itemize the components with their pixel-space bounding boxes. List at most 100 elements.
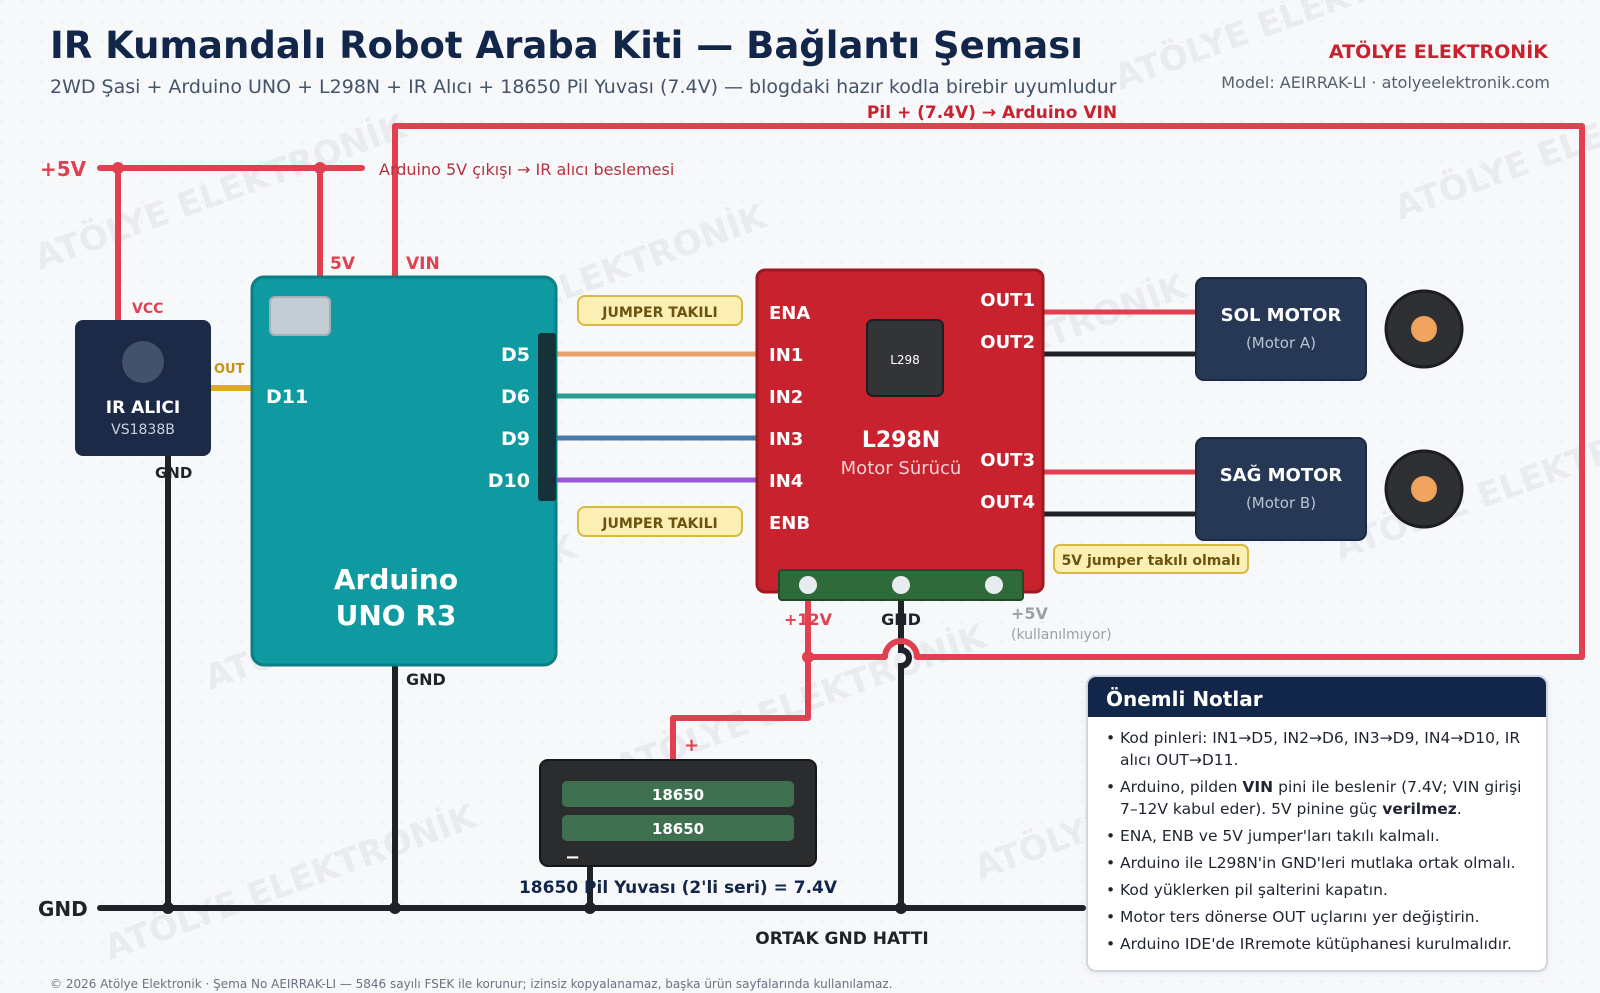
jumper-badge-bottom: JUMPER TAKILI [577,506,743,537]
page-title: IR Kumandalı Robot Araba Kiti — Bağlantı… [50,24,1083,67]
gnd-junction [584,902,596,914]
ir-receiver: IR ALICI VS1838B VCC OUT GND [75,301,245,482]
arduino-5v-label: 5V [330,254,356,274]
vin-note: Pil + (7.4V) → Arduino VIN [867,103,1117,123]
power-junctions [112,162,814,663]
terminal-screw-5v [985,576,1003,594]
driver-gnd-wire [898,595,912,911]
note-text: Arduino, pilden [1120,778,1243,796]
ir-receiver-model: VS1838B [111,422,175,438]
plus5v-note: Arduino 5V çıkışı → IR alıcı beslemesi [379,160,674,179]
notes-list: Kod pinleri: IN1→D5, IN2→D6, IN3→D9, IN4… [1088,717,1546,955]
terminal-screw-gnd [892,576,910,594]
arduino-d11-label: D11 [266,386,308,408]
ir-vcc-label: VCC [132,301,163,317]
driver-title: L298N [862,428,940,453]
left-motor: SOL MOTOR (Motor A) [1195,277,1464,381]
jumper-5v-label: 5V jumper takılı olmalı [1062,553,1241,569]
driver-out2: OUT2 [980,332,1035,353]
terminal-5v-label: +5V [1011,604,1049,623]
left-motor-sub: (Motor A) [1246,334,1316,352]
driver-out4: OUT4 [980,492,1035,513]
note-text: . [1456,800,1462,818]
gnd-label: GND [38,897,88,921]
plus5v-label: +5V [40,157,87,181]
ir-out-label: OUT [214,362,245,377]
ir-receiver-title: IR ALICI [106,398,180,418]
notes-title: Önemli Notlar [1088,677,1546,717]
battery-holder-body [539,759,817,867]
gnd-note: ORTAK GND HATTI [755,929,929,949]
driver-pin-in4: IN4 [769,471,803,492]
arduino-pin-d9: D9 [501,428,530,450]
battery-cell [562,815,794,841]
usb-port [269,296,331,336]
driver-pin-ena: ENA [769,303,810,324]
plus5v-junction [112,162,124,174]
arduino-vin-label: VIN [406,254,440,274]
gnd-junction [895,902,907,914]
right-motor: SAĞ MOTOR (Motor B) [1195,437,1464,541]
terminal-gnd-label: GND [881,610,921,629]
jumper-badge-bg [577,506,743,537]
note-item: Arduino ile L298N'in GND'leri mutlaka or… [1106,852,1532,874]
footer-copyright: © 2026 Atölye Elektronik · Şema No AEIRR… [50,977,893,991]
vin-junction [802,651,814,663]
driver-out3: OUT3 [980,450,1035,471]
battery-cell1-label: 18650 [652,786,704,804]
arduino-name-line1: Arduino [334,563,458,596]
arduino-name-line2: UNO R3 [336,599,457,632]
note-item: Arduino IDE'de IRremote kütüphanesi kuru… [1106,933,1532,955]
note-item: Kod yüklerken pil şalterini kapatın. [1106,879,1532,901]
battery-minus-label: − [565,847,580,868]
brand-name: ATÖLYE ELEKTRONİK [1329,39,1549,63]
driver-pin-in2: IN2 [769,387,803,408]
left-motor-box [1195,277,1367,381]
right-motor-box [1195,437,1367,541]
note-emphasis: VIN [1242,778,1274,796]
ir-gnd-label: GND [155,464,192,482]
battery-caption: 18650 Pil Yuvası (2'li seri) = 7.4V [519,878,838,898]
note-item: Kod pinleri: IN1→D5, IN2→D6, IN3→D9, IN4… [1106,727,1532,771]
ground-junctions [162,902,907,914]
battery-holder: 18650 18650 + − 18650 Pil Yuvası (2'li s… [519,735,838,898]
jumper-badge-top: JUMPER TAKILI [577,295,743,326]
chip-label: L298 [890,353,920,367]
driver-pin-in1: IN1 [769,345,803,366]
pin-header [538,333,556,501]
jumper-bottom-label: JUMPER TAKILI [601,516,717,532]
right-motor-name: SAĞ MOTOR [1220,464,1343,486]
model-info: Model: AEIRRAK-LI · atolyeelektronik.com [1221,73,1550,92]
note-item: Motor ters dönerse OUT uçlarını yer deği… [1106,906,1532,928]
ir-receiver-body [75,320,211,456]
jumper-badge-5v: 5V jumper takılı olmalı [1053,544,1249,574]
driver-pin-enb: ENB [769,513,810,534]
arduino-pin-d5: D5 [501,344,530,366]
terminal-5v-note: (kullanılmıyor) [1011,627,1112,643]
left-wheel-hub [1411,316,1437,342]
right-motor-sub: (Motor B) [1246,494,1316,512]
jumper-top-label: JUMPER TAKILI [601,305,717,321]
battery-cell2-label: 18650 [652,820,704,838]
gnd-junction [389,902,401,914]
vin-wire [392,123,1585,660]
battery-cell [562,781,794,807]
note-item: Arduino, pilden VIN pini ile beslenir (7… [1106,776,1532,820]
battery-plus-label: + [684,735,699,756]
note-emphasis: verilmez [1382,800,1457,818]
l298-chip [866,319,944,397]
page-subtitle: 2WD Şasi + Arduino UNO + L298N + IR Alıc… [50,76,1117,98]
left-motor-name: SOL MOTOR [1221,305,1342,326]
arduino-gnd-label: GND [406,670,446,689]
driver-subtitle: Motor Sürücü [841,458,962,479]
arduino-pin-d6: D6 [501,386,530,408]
terminal-12v-label: +12V [784,610,833,629]
gnd-junction [162,902,174,914]
l298n-driver: L298 L298N Motor Sürücü ENA IN1 IN2 IN3 … [755,268,1112,643]
terminal-screw-12v [799,576,817,594]
driver-pin-in3: IN3 [769,429,803,450]
notes-panel: Önemli Notlar Kod pinleri: IN1→D5, IN2→D… [1086,675,1548,972]
jumper-badge-bg [1053,544,1249,574]
jumper-badge-bg [577,295,743,326]
